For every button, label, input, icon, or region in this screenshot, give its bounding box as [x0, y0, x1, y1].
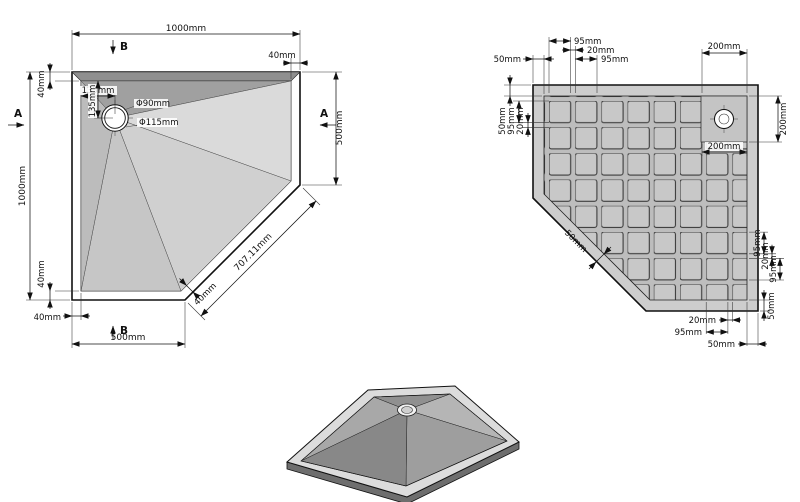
dim-b-top-2: 20mm	[562, 46, 614, 93]
dim-label-b-rim-top-left: 50mm	[494, 55, 521, 65]
dim-rim-left-top: 40mm	[37, 63, 79, 98]
bottom-view: 95mm 20mm 95mm 50mm 200mm	[494, 37, 789, 350]
section-marker-b-top: B	[110, 40, 128, 55]
bottom-view-shape	[532, 84, 759, 312]
top-view: 1000mm 40mm 1000mm 40mm 40mm	[8, 24, 345, 348]
dim-label-b-bottom-1: 20mm	[689, 316, 716, 326]
dim-label-b-right-1: 95mm	[753, 229, 763, 256]
dim-label-b-left-1: 50mm	[498, 107, 508, 134]
dim-label-b-left-2: 95mm	[507, 107, 517, 134]
dim-b-right-3: 95mm	[749, 255, 784, 283]
dim-label-drain-offset-v: 135mm	[88, 85, 98, 118]
dim-label-drain-outer: Φ115mm	[139, 118, 178, 128]
dim-b-left-3: 20mm	[516, 107, 549, 137]
dim-b-left-2: 95mm	[507, 100, 549, 135]
section-marker-b-bottom: B	[110, 325, 128, 340]
dim-b-drain-right: 200mm	[749, 95, 789, 143]
dim-rim-top-right: 40mm	[268, 51, 308, 79]
dim-label-b-drain-right: 200mm	[779, 103, 789, 136]
dim-label-rim-left-bottom: 40mm	[37, 260, 47, 287]
dim-b-bottom-1: 20mm	[689, 302, 741, 326]
iso-view	[285, 385, 520, 502]
dim-bottom-width: 500mm	[71, 302, 186, 348]
dim-label-top-width: 1000mm	[166, 24, 206, 34]
dim-rim-bottom-left: 40mm	[34, 293, 90, 323]
dim-label-drain-inner: Φ90mm	[136, 99, 170, 109]
dim-label-left-height: 1000mm	[18, 166, 28, 206]
dim-label-b-top-1: 95mm	[574, 37, 601, 47]
dim-label-b-bottom-2: 95mm	[675, 328, 702, 338]
dim-drain-diameters: Φ90mm Φ115mm	[123, 99, 178, 128]
dim-label-rim-top-right: 40mm	[268, 51, 295, 61]
dim-b-left-1: 50mm	[498, 75, 542, 135]
dim-b-drain-bottom: 200mm	[701, 142, 748, 156]
dim-b-top-3: 95mm	[574, 55, 628, 93]
dim-b-bottom-3: 50mm	[708, 302, 767, 350]
iso-inner-rim-edge	[300, 393, 508, 487]
underside-drain-inner-circle	[718, 113, 730, 125]
dim-label-bottom-width: 500mm	[111, 333, 146, 343]
top-view-shape	[71, 71, 301, 301]
section-marker-a-right: A	[319, 108, 336, 128]
section-a-left-label: A	[14, 108, 23, 120]
section-b-bottom-label: B	[120, 325, 128, 337]
section-a-right-label: A	[320, 108, 329, 120]
section-b-top-label: B	[120, 41, 128, 53]
dim-label-b-bottom-3: 50mm	[708, 340, 735, 350]
iso-drain-inner	[401, 406, 413, 414]
dim-label-b-rim-bottom-right-v: 50mm	[767, 292, 777, 319]
dim-b-top-1: 95mm	[548, 37, 601, 93]
dim-top-width: 1000mm	[71, 24, 301, 70]
dim-label-b-right-2: 20mm	[761, 242, 771, 269]
section-marker-a-left: A	[8, 108, 25, 128]
dim-b-bottom-2: 95mm	[675, 302, 729, 338]
dim-right-height: 500mm	[302, 71, 345, 186]
dim-b-rim-top-left: 50mm	[494, 55, 554, 94]
dim-b-rim-bottom-right-v: 50mm	[749, 290, 777, 321]
dim-label-b-left-3: 20mm	[516, 107, 526, 134]
dim-label-b-drain-bottom: 200mm	[708, 142, 741, 152]
dim-label-rim-left-top: 40mm	[37, 70, 47, 97]
dim-drain-offset-v: 135mm	[88, 80, 113, 119]
underside-drain-circle	[714, 109, 734, 129]
dim-label-rim-bottom-left: 40mm	[34, 313, 61, 323]
dim-label-right-height: 500mm	[335, 111, 345, 146]
dim-rim-left-bottom: 40mm	[37, 260, 79, 309]
dim-label-b-right-3: 95mm	[769, 255, 779, 282]
tray-top-rim-band	[71, 71, 301, 82]
dim-label-b-top-2: 20mm	[587, 46, 614, 56]
dim-label-b-drain-top: 200mm	[708, 42, 741, 52]
dim-b-drain-top: 200mm	[701, 42, 748, 93]
dim-label-b-top-3: 95mm	[601, 55, 628, 65]
